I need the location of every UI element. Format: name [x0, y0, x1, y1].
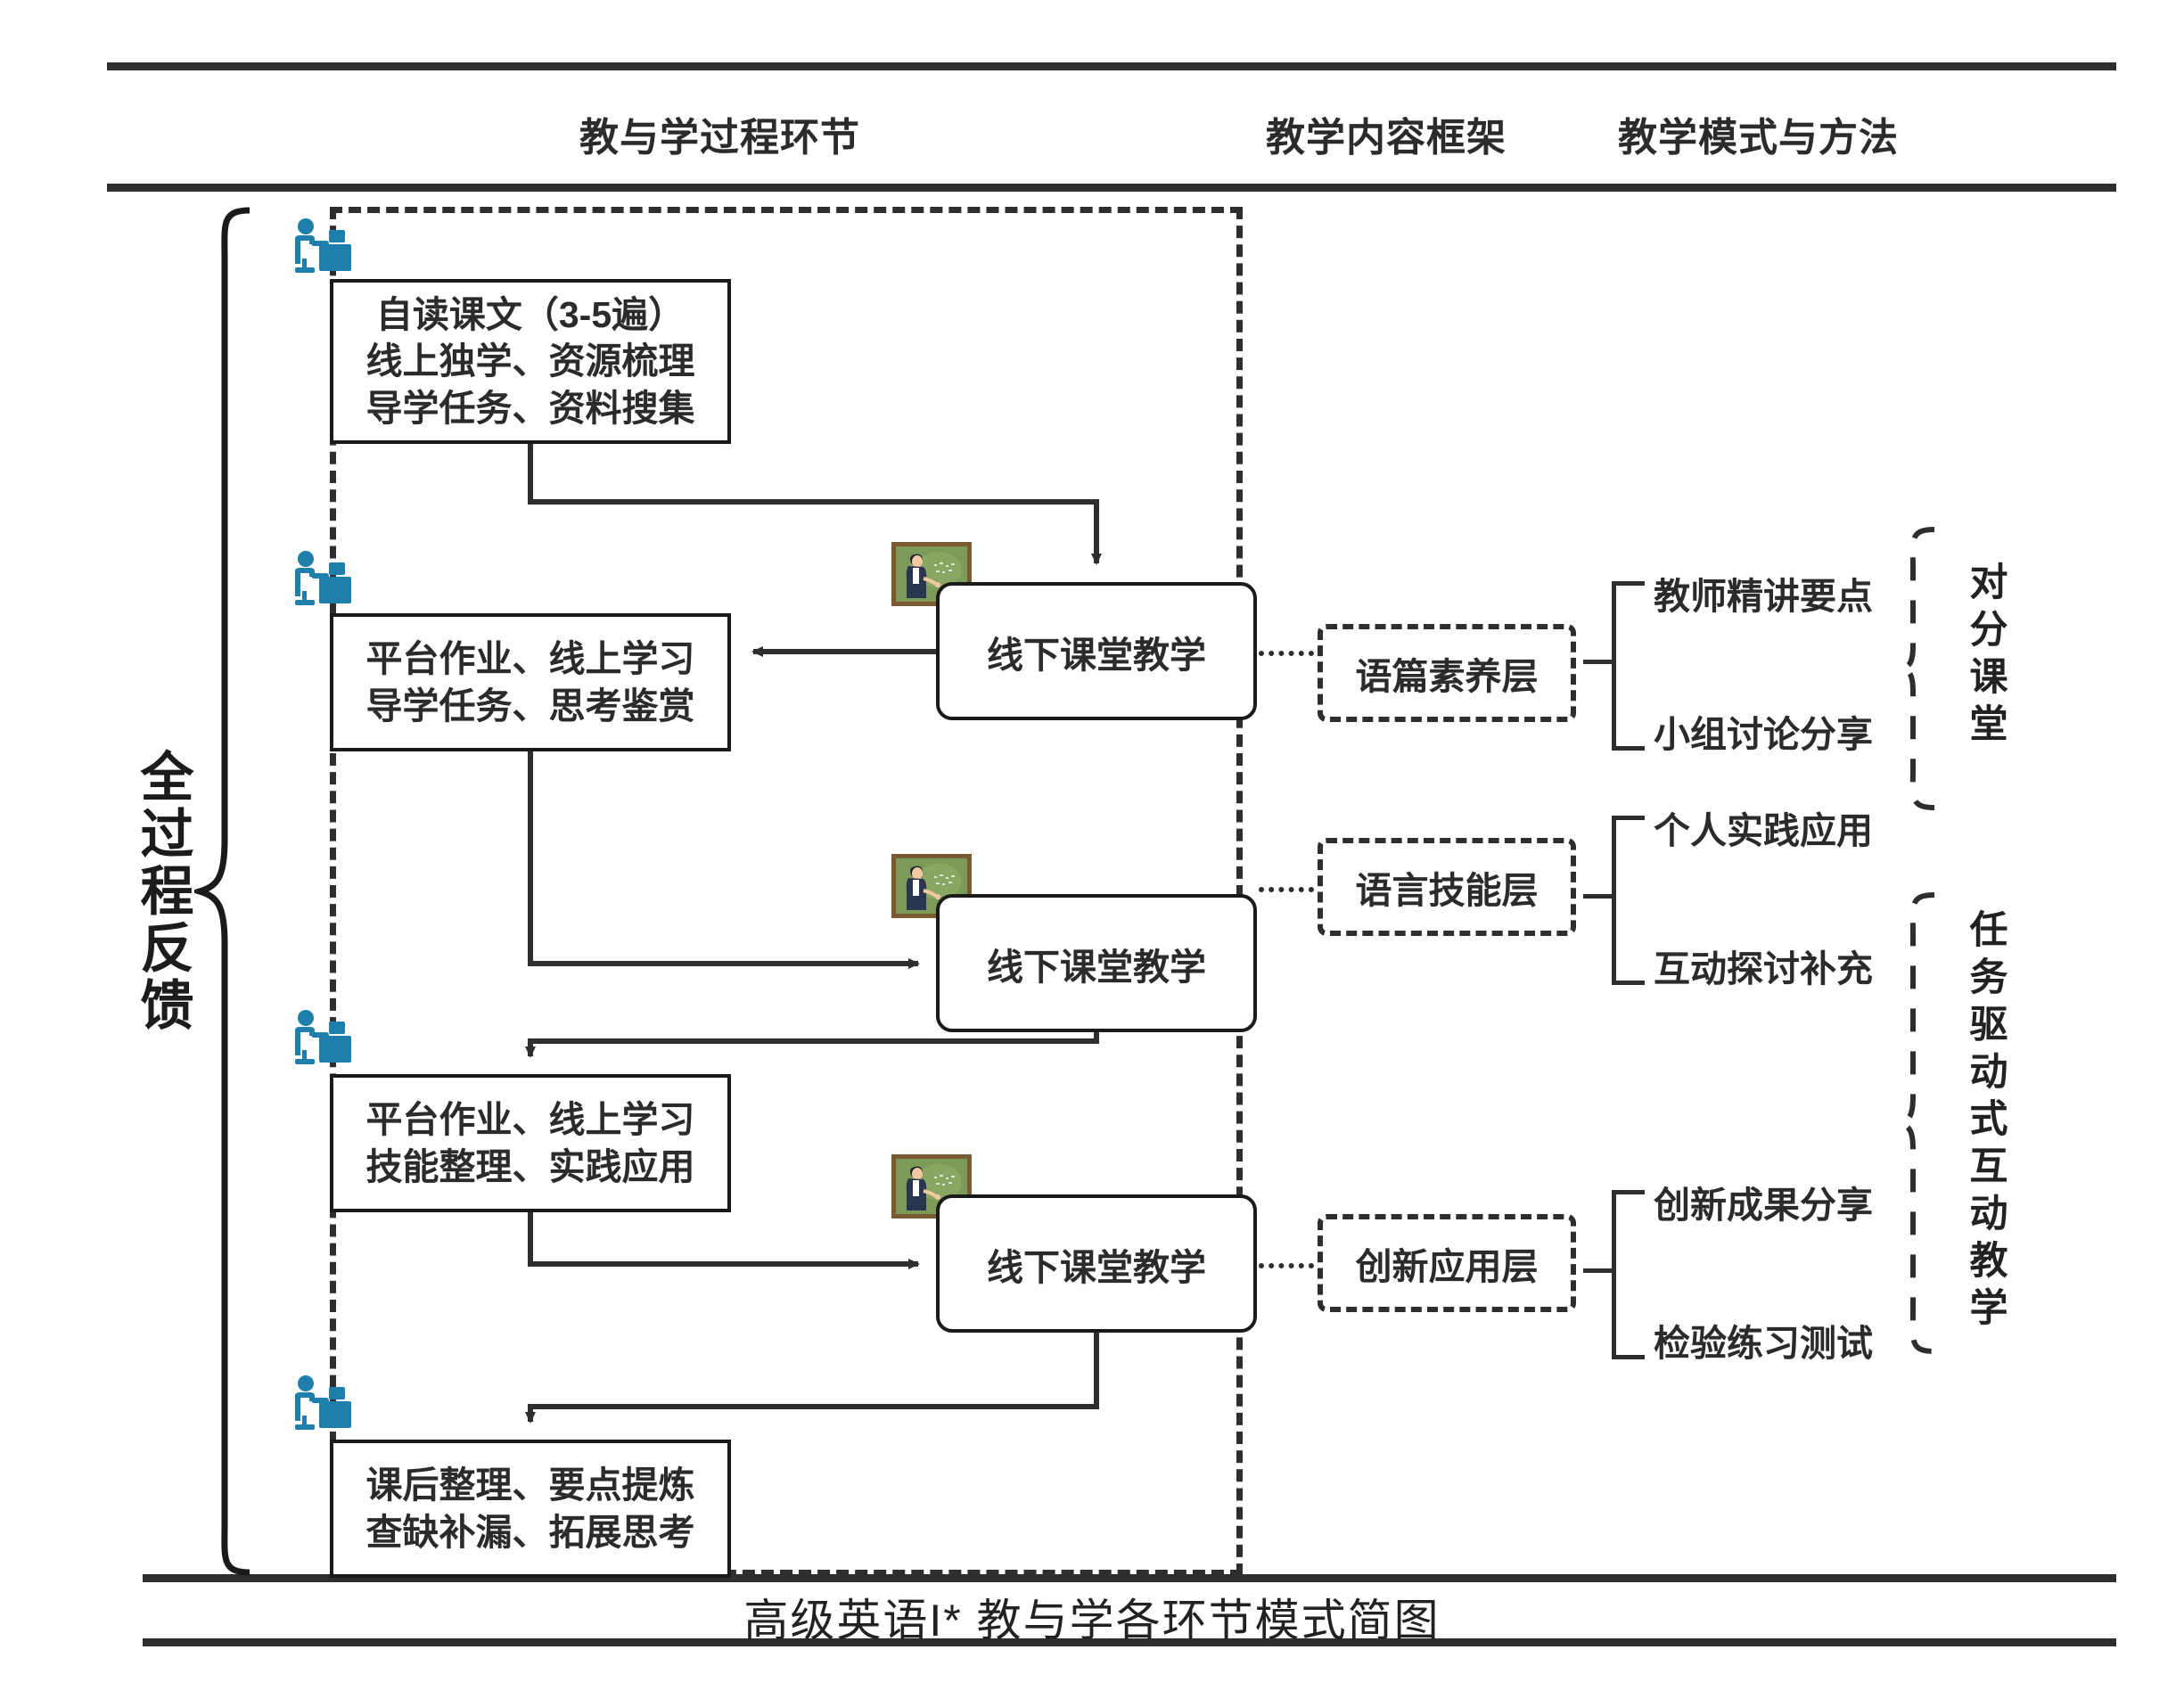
column-header-content: 教学内容框架 [1266, 116, 1507, 160]
layer-bracket-stem [1583, 894, 1613, 899]
content-layer-label: 语篇素养层 [1355, 656, 1539, 697]
full-process-feedback-label: 全过程反馈 [133, 749, 192, 1034]
method-label: 任务驱动式互动教学 [1964, 909, 2007, 1334]
offline-class-box[interactable]: 线下课堂教学 [936, 1194, 1257, 1333]
online-stage-box[interactable]: 平台作业、线上学习 技能整理、实践应用 [330, 1074, 731, 1212]
dotted-connector [1259, 887, 1314, 892]
top-rule-outer [107, 62, 2116, 70]
method-brace [1899, 526, 1952, 811]
online-stage-box[interactable]: 平台作业、线上学习 导学任务、思考鉴赏 [330, 613, 731, 751]
blackboard-teacher-icon [891, 1154, 972, 1219]
method-brace [1893, 891, 1952, 1355]
layer-child-label: 互动探讨补充 [1654, 948, 1873, 989]
content-layer-label: 语言技能层 [1355, 870, 1539, 911]
column-header-process: 教与学过程环节 [579, 116, 860, 160]
online-offline-dotted-region [330, 207, 1243, 1576]
dotted-connector [1259, 1263, 1314, 1268]
stage-line: 课后整理、要点提炼 [365, 1465, 695, 1506]
desk-computer-icon [287, 1373, 357, 1442]
layer-child-label: 检验练习测试 [1654, 1323, 1873, 1364]
layer-bracket [1612, 1190, 1645, 1359]
content-layer-box[interactable]: 创新应用层 [1318, 1214, 1576, 1312]
content-layer-box[interactable]: 语篇素养层 [1318, 624, 1576, 722]
offline-class-box[interactable]: 线下课堂教学 [936, 894, 1257, 1032]
layer-bracket-stem [1583, 660, 1613, 664]
desk-computer-icon [287, 216, 357, 285]
content-layer-box[interactable]: 语言技能层 [1318, 838, 1576, 936]
figure-caption: 高级英语I* 教与学各环节模式简图 [743, 1596, 1441, 1645]
column-header-method: 教学模式与方法 [1618, 116, 1899, 160]
stage-line: 查缺补漏、拓展思考 [365, 1511, 695, 1553]
bottom-rule-inner [143, 1574, 2116, 1582]
layer-bracket-stem [1583, 1268, 1613, 1273]
offline-class-label: 线下课堂教学 [987, 1246, 1206, 1288]
layer-bracket [1612, 816, 1645, 985]
stage-line: 线上独学、资源梳理 [365, 341, 695, 382]
blackboard-teacher-icon [891, 854, 972, 918]
desk-computer-icon [287, 548, 357, 618]
dotted-connector [1259, 651, 1314, 656]
online-stage-box[interactable]: 自读课文（3-5遍） 线上独学、资源梳理 导学任务、资料搜集 [330, 279, 731, 444]
layer-child-label: 个人实践应用 [1654, 810, 1873, 851]
desk-computer-icon [287, 1007, 357, 1077]
blackboard-teacher-icon [891, 542, 972, 606]
layer-child-label: 教师精讲要点 [1654, 576, 1873, 617]
offline-class-box[interactable]: 线下课堂教学 [936, 582, 1257, 720]
stage-line: 导学任务、思考鉴赏 [365, 685, 695, 726]
stage-line: 技能整理、实践应用 [365, 1145, 695, 1187]
offline-class-label: 线下课堂教学 [987, 946, 1206, 988]
stage-line: 平台作业、线上学习 [365, 638, 695, 680]
layer-bracket [1612, 581, 1645, 751]
stage-line: 自读课文（3-5遍） [375, 293, 686, 335]
content-layer-label: 创新应用层 [1355, 1246, 1539, 1287]
layer-child-label: 小组讨论分享 [1654, 714, 1873, 755]
bottom-rule-outer [143, 1638, 2116, 1646]
top-rule-inner [107, 184, 2116, 192]
layer-child-label: 创新成果分享 [1654, 1185, 1873, 1226]
method-label: 对分课堂 [1964, 562, 2007, 751]
stage-line: 平台作业、线上学习 [365, 1099, 695, 1141]
offline-class-label: 线下课堂教学 [987, 634, 1206, 676]
stage-line: 导学任务、资料搜集 [365, 387, 695, 429]
full-process-brace [188, 207, 257, 1576]
online-stage-box[interactable]: 课后整理、要点提炼 查缺补漏、拓展思考 [330, 1440, 731, 1578]
